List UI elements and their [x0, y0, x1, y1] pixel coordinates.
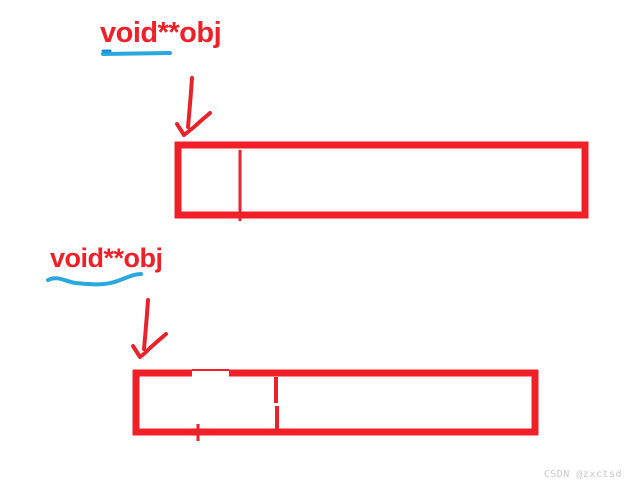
arrow-down-icon-top: [175, 76, 212, 137]
memory-block-1: [174, 141, 589, 221]
memory-block-1-outline: [174, 141, 589, 219]
arrow-down-icon-bottom: [131, 298, 168, 359]
memory-block-2: [132, 369, 539, 441]
underline-straight-icon: [101, 49, 172, 56]
label-void-obj-bottom: void**obj: [50, 243, 163, 273]
watermark-text: CSDN @zxctsd: [543, 469, 622, 480]
label-void-obj-top: void**obj: [100, 17, 222, 49]
underline-wavy-icon: [46, 272, 143, 287]
